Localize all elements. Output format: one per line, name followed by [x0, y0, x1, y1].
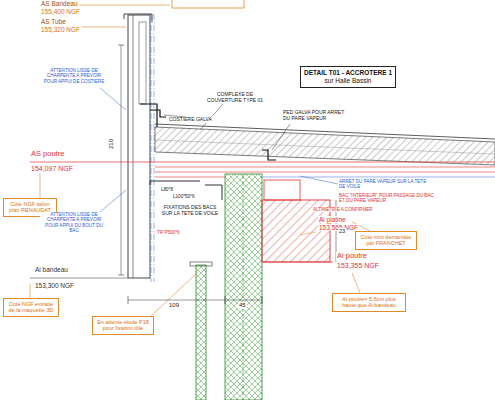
drawing-label: FIXATIONS DES BACS SUR LA TETE DE VOILE — [158, 205, 222, 217]
drawing-label: L80*8 — [160, 187, 174, 192]
detail-subtitle: sur Halle Bassin — [304, 77, 392, 84]
drawing-label: Ai platine — [318, 216, 347, 223]
drawing-label: AS Tube — [40, 18, 67, 25]
note-text: En attente étude P18 pour fixation tôle — [96, 319, 150, 332]
drawing-label: L100*50*6 — [172, 194, 195, 199]
drawing-label: ARRET DU PARE VAPEUR SUR LA TETE DE VOIL… — [338, 179, 432, 190]
drawing-label: AS Bandeau — [40, 0, 79, 7]
drawing-label: AS poutre — [30, 150, 65, 159]
drawing-label: 210 — [108, 138, 115, 150]
note-box: Ai poutre= 5,5cm plus haute que Ai bande… — [332, 293, 406, 312]
drawing-label: 153,300 NGF — [34, 282, 75, 289]
drawing-label: Ai bandeau — [34, 266, 69, 273]
drawing-label: 155,400 NGF — [40, 8, 81, 15]
note-text: Cote mini demandée par FRANCHET — [359, 234, 413, 247]
drawing-label: 154,097 NGF — [30, 165, 74, 173]
note-text: Ai poutre= 5,5cm plus haute que Ai bande… — [336, 296, 402, 309]
drawing-label: BAC "INTERIEUR" POUR PASSAGE DU BAC ET D… — [338, 193, 440, 204]
drawing-label: ALTIMETRIE A CONFIRMER — [312, 207, 374, 212]
note-text: Cote NGF extraite de la maquette 3D — [7, 301, 55, 314]
drawing-label: 45 — [238, 302, 247, 309]
note-box: En attente étude P18 pour fixation tôle — [92, 316, 154, 335]
drawing-label: COSTIERE GALVA — [168, 117, 213, 123]
drawing-label: 109 — [168, 302, 180, 309]
note-box: Cote NGF extraite de la maquette 3D — [3, 298, 59, 317]
drawing-label: ATTENTION LISSE DE CHARPENTE A PREVOIR P… — [40, 68, 108, 84]
detail-title: DETAIL T01 - ACCROTERE 1 — [304, 69, 392, 76]
drawing-label: Ai poutre — [336, 252, 368, 261]
drawing-label: 153,355 NGF — [336, 262, 380, 270]
note-box: Cote mini demandée par FRANCHET — [355, 231, 417, 250]
drawing-label: TR P500*6 — [156, 230, 180, 235]
drawing-label: 23 — [338, 228, 346, 234]
drawing-label: COMPLEXE DE COUVERTURE TYPE 01 — [200, 92, 270, 104]
title-box: DETAIL T01 - ACCROTERE 1sur Halle Bassin — [300, 66, 396, 88]
drawing-label: PED GALVA POUR ARRET DU PARE VAPEUR — [282, 110, 348, 122]
drawing-label: 155,320 NGF — [40, 26, 81, 33]
drawing-label: ATTENTION LISSE DE CHARPENTE A PREVOIR P… — [40, 212, 108, 233]
